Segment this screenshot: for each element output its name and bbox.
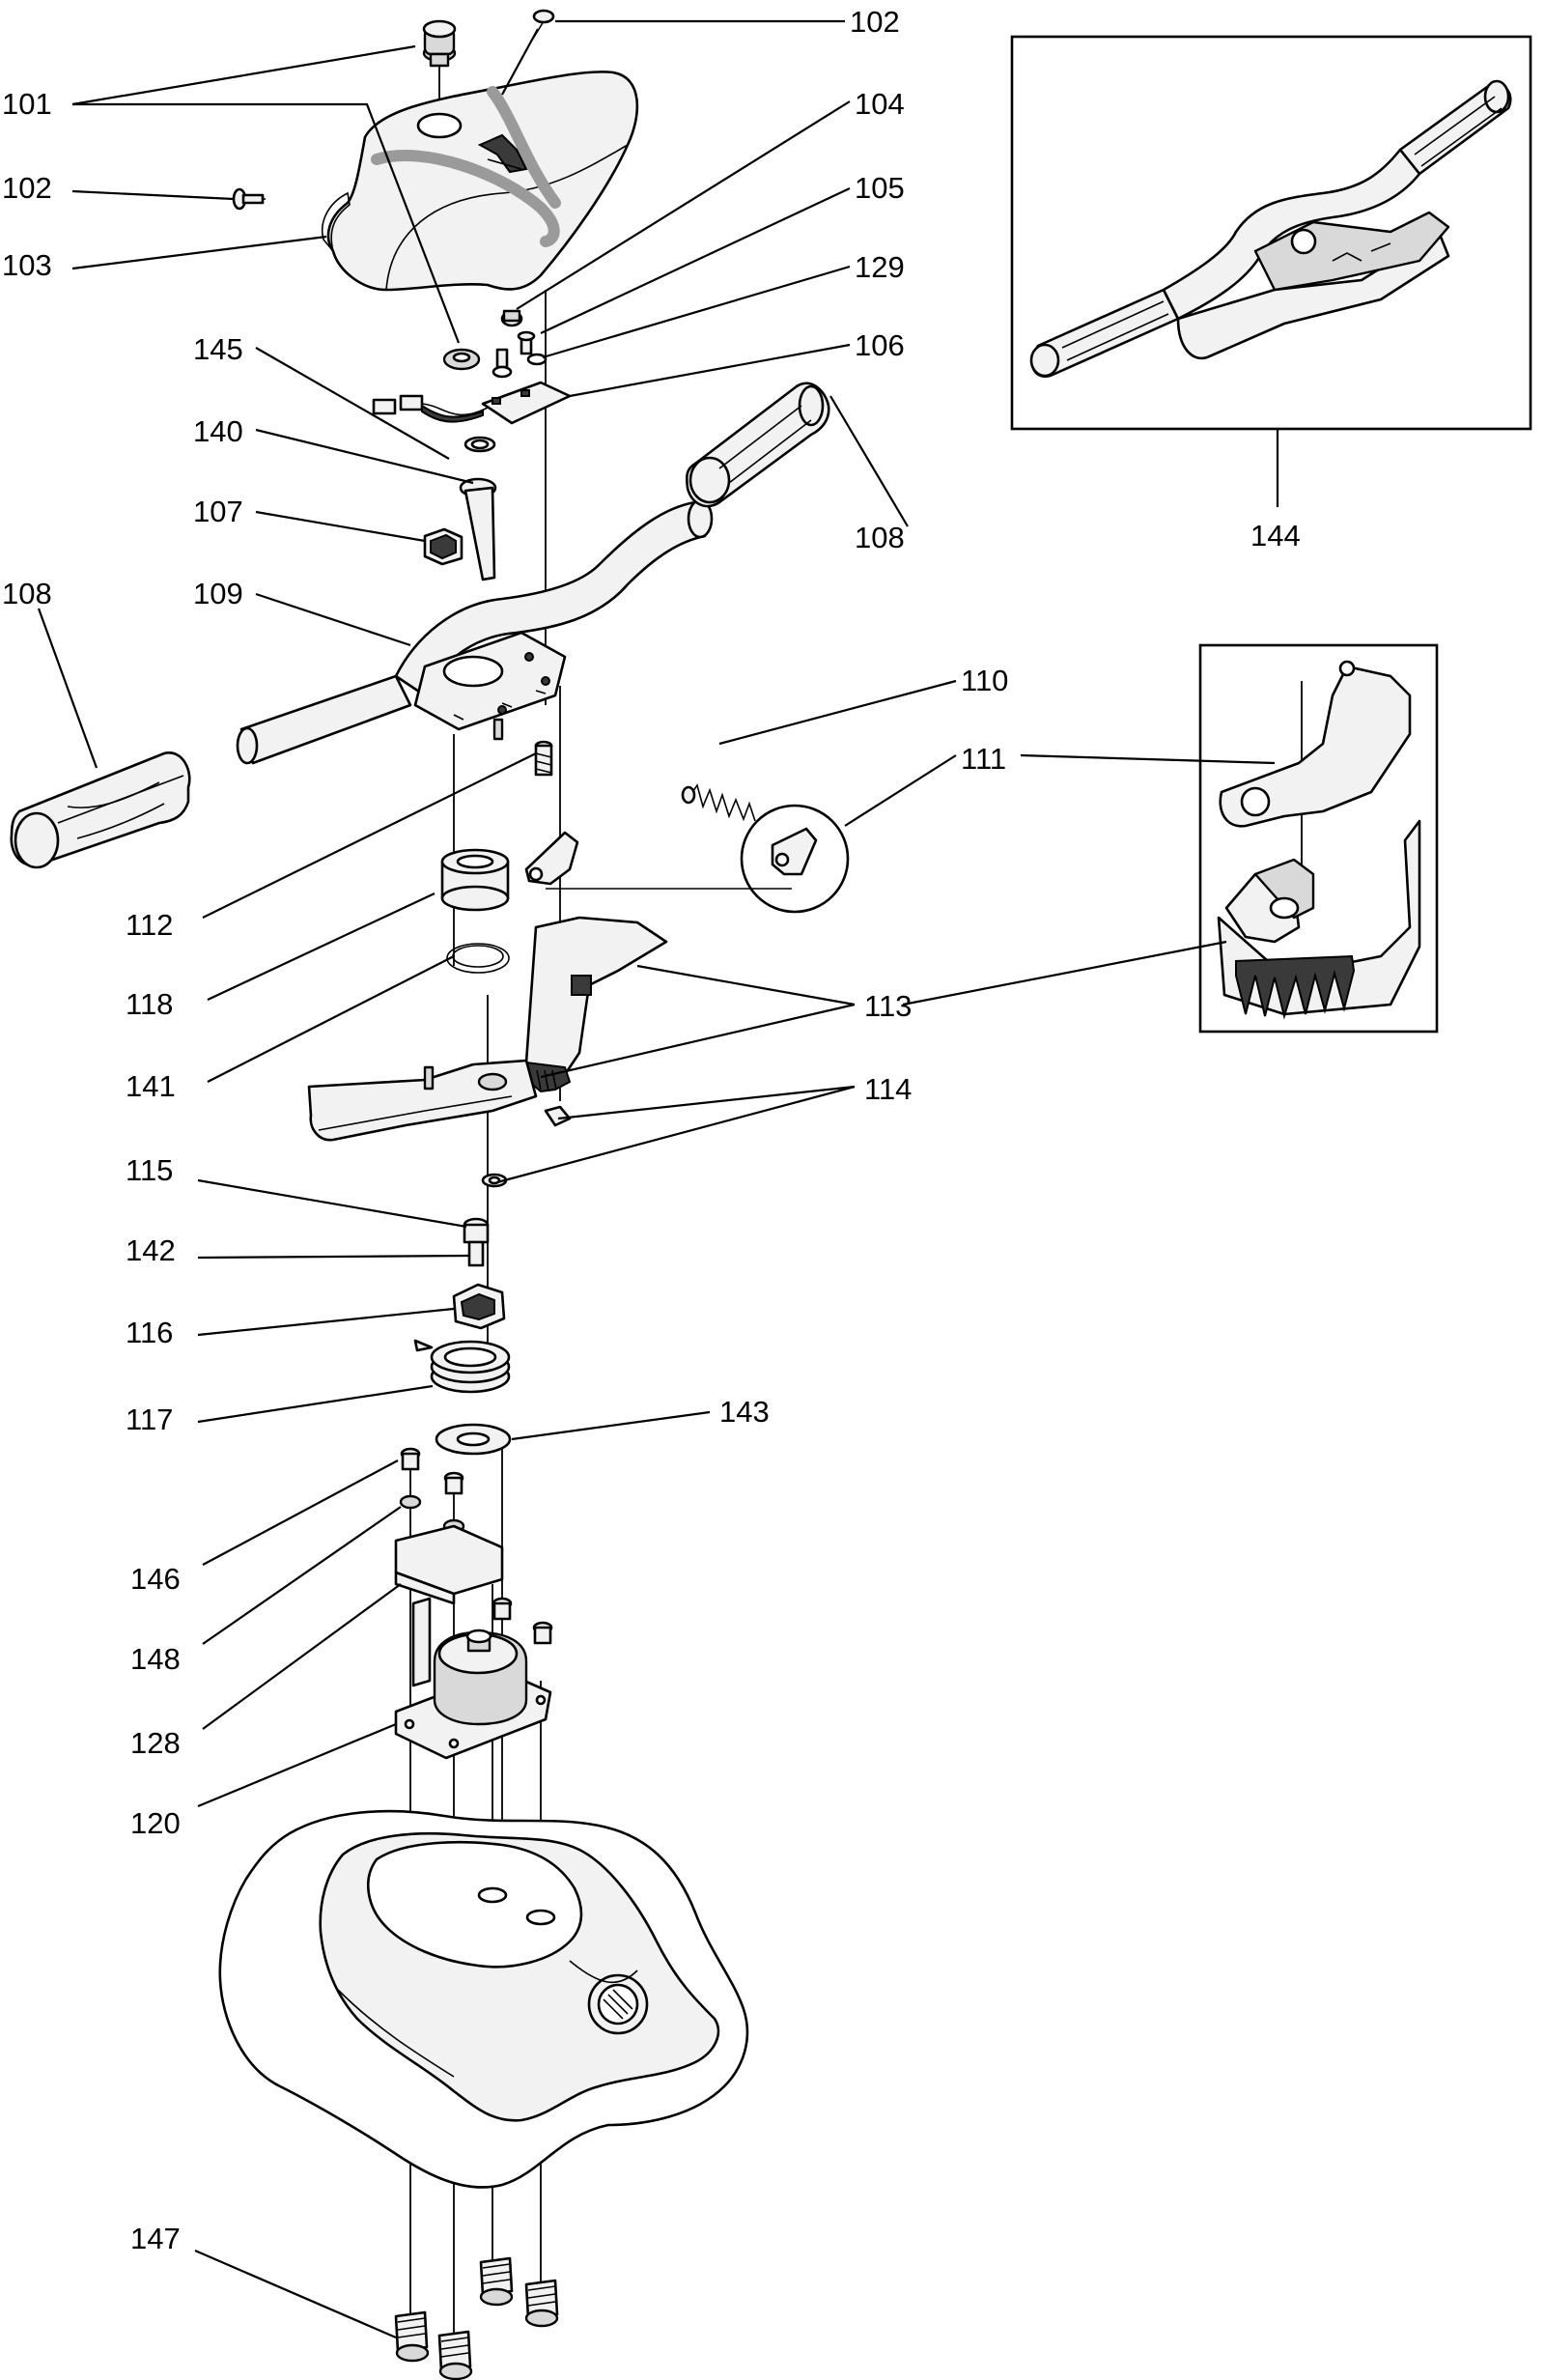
callout-141: 141: [126, 1069, 176, 1103]
part-118-bushing: [440, 848, 510, 912]
callout-118: 118: [126, 987, 173, 1021]
callout-108-left: 108: [2, 577, 52, 610]
callout-110: 110: [961, 664, 1008, 697]
inset-111-113-detail: [1198, 643, 1439, 1034]
part-113-lever-lower: [307, 1059, 538, 1142]
callout-102-top: 102: [850, 5, 900, 39]
part-117-spring-coil: [413, 1339, 511, 1394]
part-102-screw-side: [232, 187, 266, 211]
callout-labels: 101 102 102 103 104 105 129 106 145 140 …: [2, 5, 1301, 2255]
callout-106: 106: [855, 328, 905, 362]
part-104-105-129-fasteners: [442, 309, 548, 379]
callout-104: 104: [855, 87, 905, 121]
callout-117: 117: [126, 1402, 173, 1436]
part-115-142-screw: [463, 1217, 490, 1267]
callout-140: 140: [193, 414, 243, 448]
callout-108-right: 108: [855, 521, 905, 554]
callout-116: 116: [126, 1316, 173, 1349]
part-108-grip-right: [685, 382, 830, 508]
callout-142: 142: [126, 1233, 176, 1267]
callout-147: 147: [130, 2222, 181, 2255]
leader-lines: [37, 19, 1279, 2339]
inset-144-assembled-view: [1010, 35, 1532, 431]
part-111-latch: [524, 831, 792, 890]
part-103-top-cover: [322, 71, 639, 292]
callout-146: 146: [130, 1562, 181, 1596]
callout-101: 101: [2, 87, 52, 121]
base-deck: [218, 1809, 749, 2189]
part-101-cap: [422, 19, 457, 68]
part-120-base-plate: [394, 1629, 552, 1760]
part-116-switch-block: [452, 1283, 506, 1330]
part-107-clip: [423, 527, 464, 566]
callout-145: 145: [193, 332, 243, 366]
callout-102-side: 102: [2, 171, 52, 205]
part-140-pin-ring: [459, 436, 497, 581]
part-141-snap-ring: [446, 943, 510, 974]
callout-128: 128: [130, 1726, 181, 1760]
callout-113: 113: [864, 989, 912, 1023]
part-143-washer: [435, 1423, 512, 1456]
callout-112: 112: [126, 908, 173, 942]
callout-111: 111: [961, 742, 1006, 776]
part-110-spring: [681, 783, 756, 822]
callout-143: 143: [719, 1395, 770, 1429]
part-147-screws: [394, 2256, 559, 2380]
part-113-lever-upper: [524, 916, 668, 1093]
part-108-grip-left: [10, 751, 191, 869]
part-146-148-screws: [399, 1447, 553, 1645]
callout-144: 144: [1250, 519, 1301, 552]
part-106-circuit-board: [481, 381, 572, 425]
callout-115: 115: [126, 1153, 173, 1187]
callout-148: 148: [130, 1642, 181, 1676]
callout-103: 103: [2, 248, 52, 282]
part-145-wire-harness: [372, 394, 489, 423]
callout-114: 114: [864, 1072, 912, 1106]
callout-129: 129: [855, 250, 905, 284]
callout-105: 105: [855, 171, 905, 205]
callout-109: 109: [193, 577, 243, 610]
part-112-screw: [534, 740, 553, 777]
part-128-bracket: [394, 1524, 504, 1687]
callout-120: 120: [130, 1806, 181, 1840]
callout-107: 107: [193, 495, 243, 528]
part-111-latch-detail-circle: [740, 804, 850, 914]
